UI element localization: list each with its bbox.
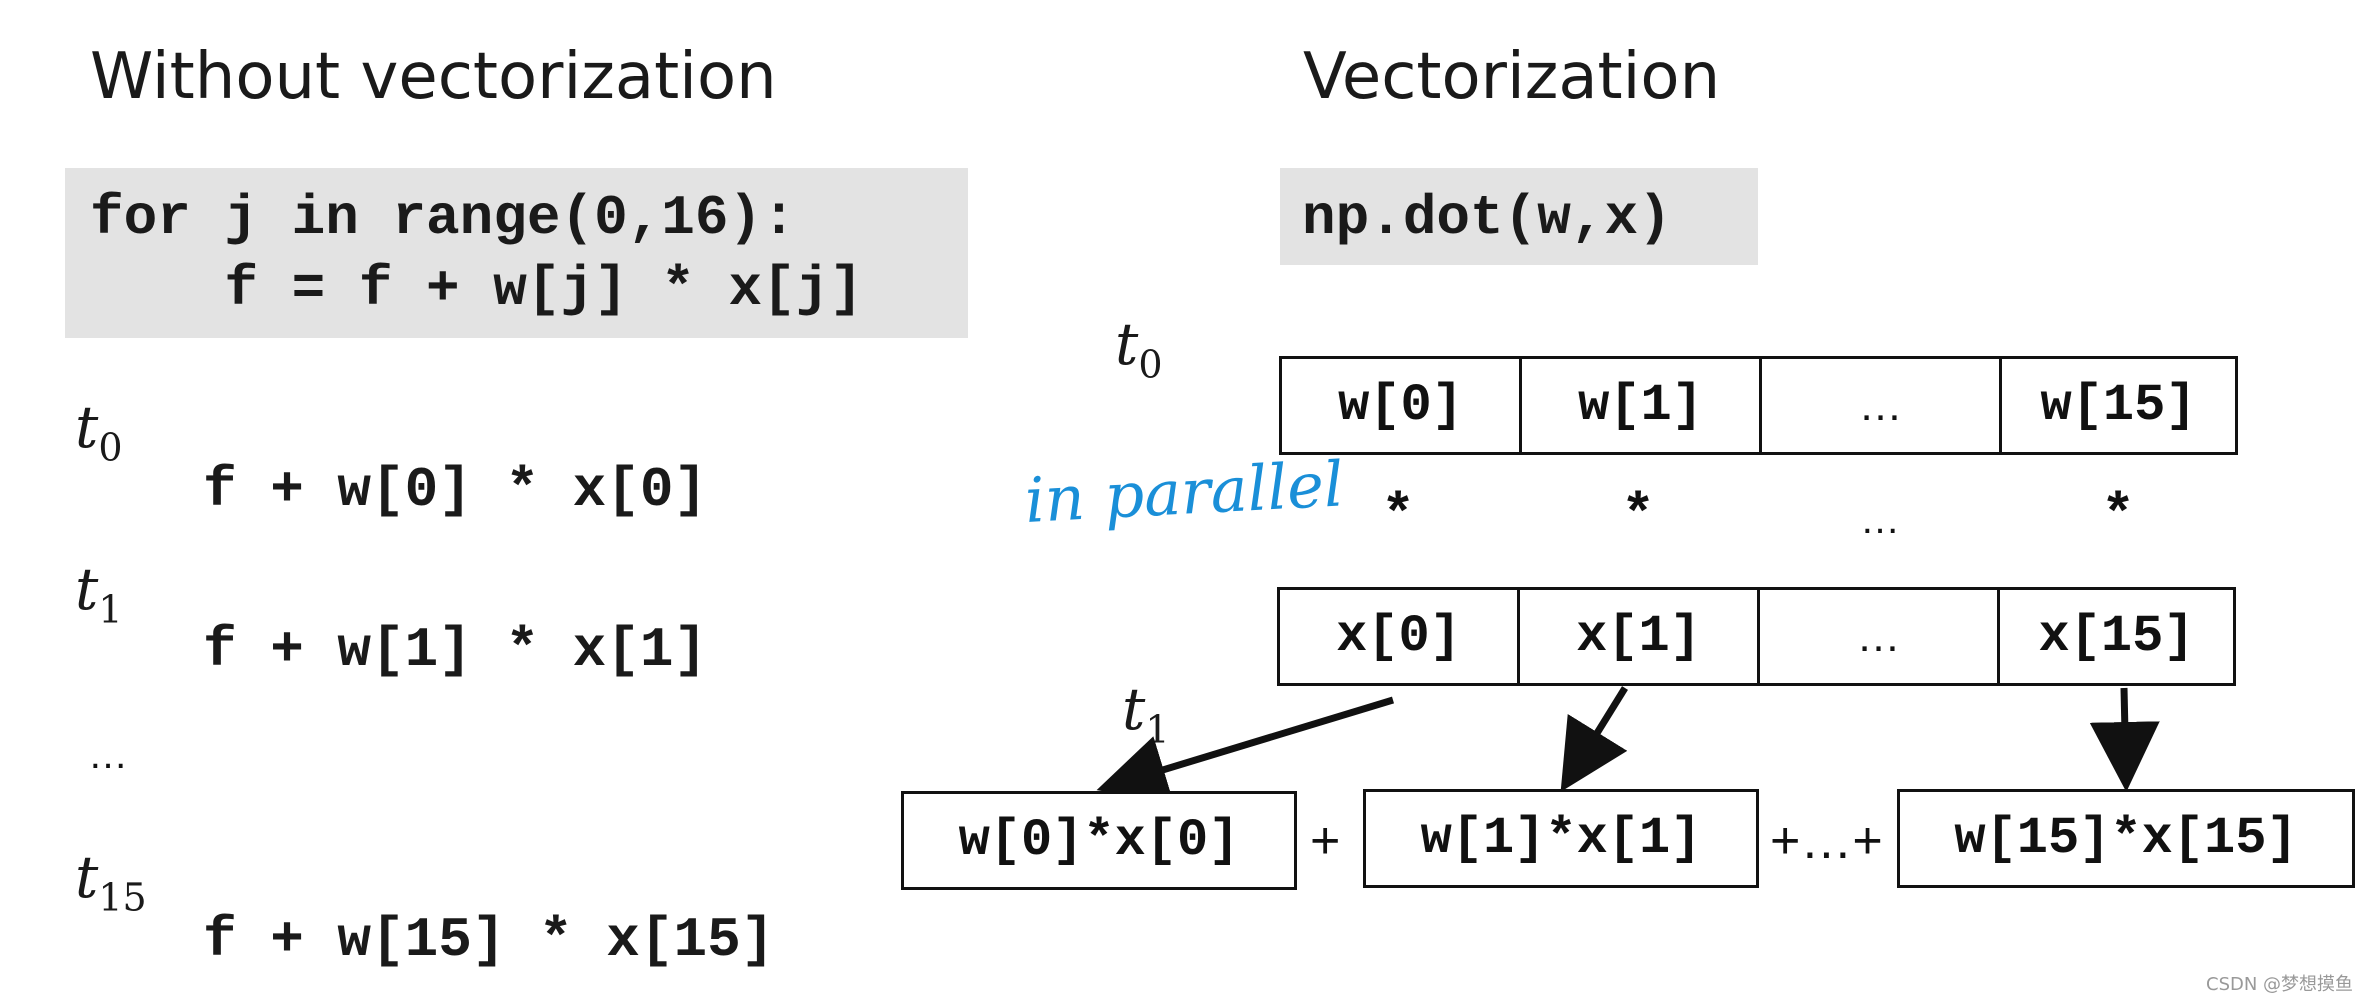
loop-code-line-2: f = f + w[j] * x[j] [90, 257, 863, 321]
w-cell: w[0] [1282, 359, 1522, 452]
x-vector: x[0] x[1] … x[15] [1277, 587, 2236, 686]
loop-code-line-1: for j in range(0,16): [90, 186, 796, 250]
x-cell-ellipsis: … [1760, 590, 2000, 683]
vector-t1-label: t1 [1122, 675, 1170, 752]
arrow-to-product-15 [2089, 687, 2160, 792]
watermark: CSDN @梦想摸鱼 [2206, 974, 2354, 995]
multiply-ellipsis: … [1860, 498, 1900, 542]
plus-ellipsis-sign: +…+ [1770, 812, 1883, 870]
multiply-star: * [1621, 484, 1655, 548]
step-t1-label: t1 [75, 555, 123, 632]
vector-t0-label: t0 [1115, 310, 1163, 387]
product-box: w[15]*x[15] [1897, 789, 2355, 888]
w-vector: w[0] w[1] … w[15] [1279, 356, 2238, 455]
multiply-star: * [1381, 484, 1415, 548]
steps-ellipsis: … [88, 733, 128, 777]
arrow-to-product-0 [1096, 696, 1395, 804]
arrow-to-product-1 [1560, 686, 1628, 792]
product-box: w[0]*x[0] [901, 791, 1297, 890]
step-t0-expression: f + w[0] * x[0] [203, 458, 708, 522]
multiply-star: * [2101, 484, 2135, 548]
step-t15-expression: f + w[15] * x[15] [203, 908, 775, 972]
x-cell: x[15] [2038, 607, 2195, 666]
w-cell: w[15] [2040, 376, 2197, 435]
w-cell: w[1] [1522, 359, 1762, 452]
left-heading: Without vectorization [90, 40, 777, 114]
right-heading: Vectorization [1303, 40, 1721, 114]
step-t1-expression: f + w[1] * x[1] [203, 618, 708, 682]
x-cell: x[0] [1280, 590, 1520, 683]
step-t0-label: t0 [75, 393, 123, 470]
step-t15-label: t15 [75, 843, 147, 920]
dot-code-block: np.dot(w,x) [1280, 168, 1758, 265]
dot-code-text: np.dot(w,x) [1302, 186, 1672, 250]
x-cell: x[1] [1520, 590, 1760, 683]
w-cell-ellipsis: … [1762, 359, 2002, 452]
loop-code-block: for j in range(0,16): f = f + w[j] * x[j… [65, 168, 968, 338]
product-box: w[1]*x[1] [1363, 789, 1759, 888]
plus-sign: + [1310, 812, 1341, 870]
